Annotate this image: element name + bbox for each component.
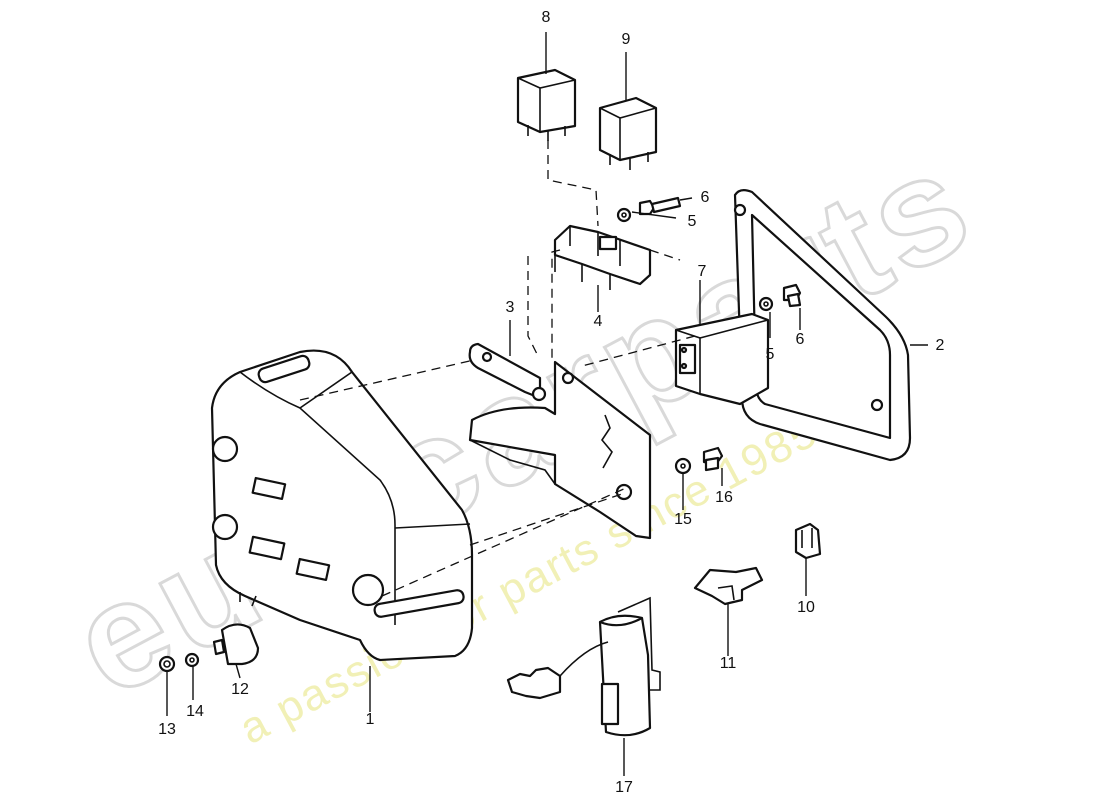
part-1-housing-cover[interactable] — [210, 349, 474, 662]
part-17-connector-housing[interactable] — [506, 596, 661, 737]
callout-6-right: 6 — [796, 331, 805, 348]
part-9-relay[interactable] — [598, 96, 658, 170]
callout-15: 15 — [674, 511, 692, 528]
callout-17: 17 — [615, 779, 633, 796]
part-6-bolt-right[interactable] — [782, 283, 802, 308]
callout-7: 7 — [698, 263, 707, 280]
callout-13: 13 — [158, 721, 176, 738]
leader-lines — [166, 32, 928, 776]
part-4-relay-holder[interactable] — [553, 224, 652, 290]
callout-16: 16 — [715, 489, 733, 506]
part-10-fuse[interactable] — [794, 522, 822, 560]
callout-2: 2 — [936, 337, 945, 354]
callout-6-upper: 6 — [701, 189, 710, 206]
callout-12: 12 — [231, 681, 249, 698]
callout-14: 14 — [186, 703, 204, 720]
callout-5-upper: 5 — [688, 213, 697, 230]
part-6-bolt-upper[interactable] — [638, 196, 682, 216]
callout-4: 4 — [594, 313, 603, 330]
part-5-washer-right[interactable] — [758, 296, 774, 312]
part-11-clip[interactable] — [693, 566, 764, 606]
callout-9: 9 — [622, 31, 631, 48]
part-5-washer-upper[interactable] — [616, 207, 632, 223]
assembly-lines — [299, 140, 696, 597]
callout-11: 11 — [720, 655, 737, 672]
part-12-rubber-buffer[interactable] — [212, 623, 260, 666]
part-15-washer[interactable] — [674, 457, 692, 475]
callout-5-right: 5 — [766, 346, 775, 363]
part-13-nut[interactable] — [158, 655, 176, 673]
callout-1: 1 — [366, 711, 375, 728]
callout-8: 8 — [542, 9, 551, 26]
callout-10: 10 — [797, 599, 815, 616]
part-2-gasket-frame[interactable] — [733, 188, 912, 462]
callout-labels: 1 2 3 4 5 5 6 6 7 8 9 10 11 12 13 14 15 … — [158, 9, 944, 796]
callout-3: 3 — [506, 299, 515, 316]
part-8-relay[interactable] — [516, 68, 577, 141]
part-14-washer[interactable] — [184, 652, 200, 668]
part-16-bolt[interactable] — [702, 446, 724, 472]
part-7-control-unit[interactable] — [674, 312, 770, 406]
mounting-plate[interactable] — [468, 360, 652, 540]
